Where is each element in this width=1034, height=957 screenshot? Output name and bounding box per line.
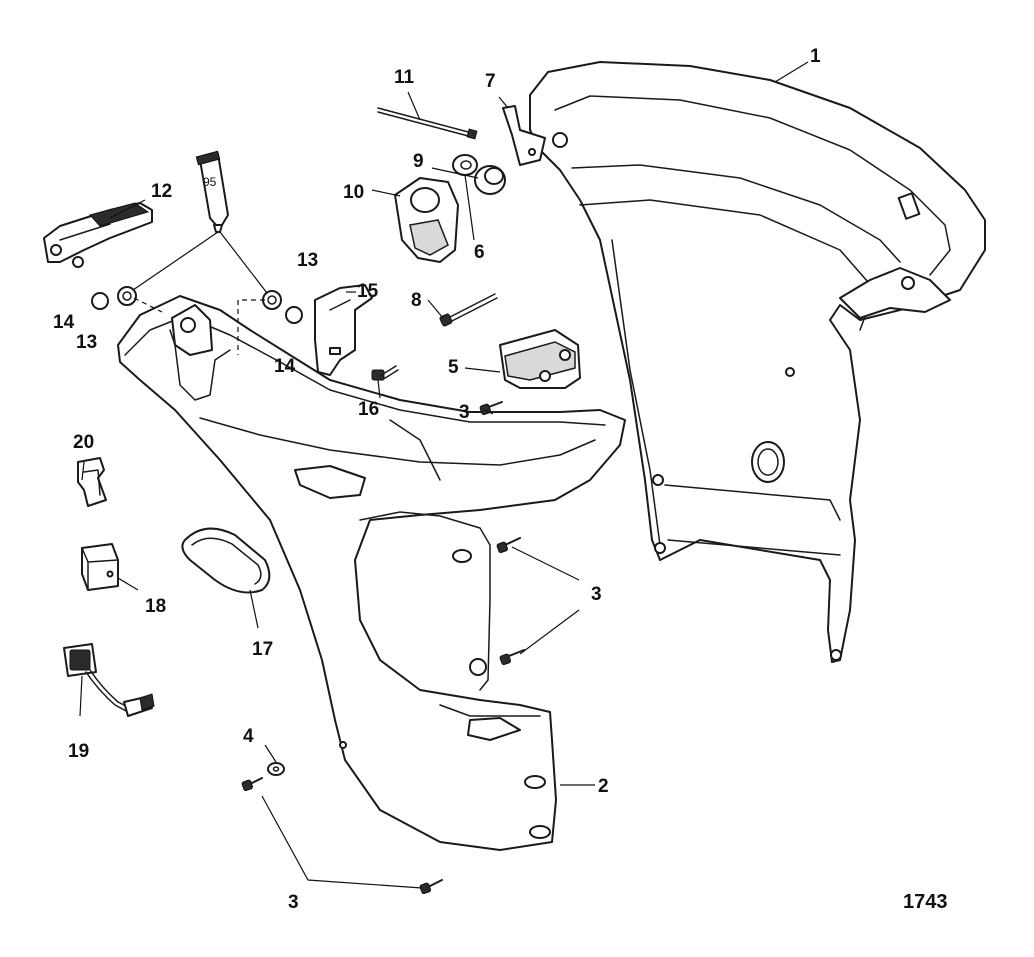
callout-3-middle: 3 xyxy=(591,584,602,605)
callout-20: 20 xyxy=(73,432,94,453)
part-6-washer xyxy=(452,154,478,176)
part-12-handle xyxy=(43,202,153,268)
part-14-washer-left xyxy=(91,292,109,310)
part-4-washer xyxy=(267,762,285,776)
part-8-bolt xyxy=(439,293,498,327)
part-17-oval-grommet xyxy=(181,527,271,594)
tube-label: 95 xyxy=(203,175,217,189)
part-3-screw-3 xyxy=(499,649,525,666)
callout-8: 8 xyxy=(411,290,422,311)
dashed-align-right xyxy=(237,299,265,355)
callout-17: 17 xyxy=(252,639,273,660)
figure-number: 1743 xyxy=(903,891,948,913)
callout-9: 9 xyxy=(413,151,424,172)
callout-11: 11 xyxy=(394,67,415,88)
part-9-knob xyxy=(474,165,506,195)
callout-16: 16 xyxy=(358,399,379,420)
callout-3-bottom: 3 xyxy=(288,892,299,913)
part-20-clip xyxy=(77,457,107,507)
callout-18: 18 xyxy=(145,596,166,617)
part-13-grommet-right xyxy=(262,290,282,310)
part-3-screw-5 xyxy=(419,879,443,895)
part-19-wire-harness xyxy=(63,643,155,717)
part-18-block xyxy=(81,543,119,591)
callout-14-left: 14 xyxy=(53,312,75,333)
part-14-washer-right xyxy=(285,306,303,324)
sealant-tube-95: 95 xyxy=(195,150,229,233)
part-3-screw-2 xyxy=(496,537,521,554)
callout-1: 1 xyxy=(810,46,821,67)
leader-lines xyxy=(79,61,809,889)
callout-4: 4 xyxy=(243,726,254,747)
tube-leader-to-13-left xyxy=(132,231,219,291)
callout-19: 19 xyxy=(68,741,89,762)
callout-14-right: 14 xyxy=(274,356,296,377)
callout-12: 12 xyxy=(151,181,172,202)
callout-5: 5 xyxy=(448,357,459,378)
callout-13-left: 13 xyxy=(76,332,97,353)
part-1-top-cowl xyxy=(529,61,986,663)
callout-13-right: 13 xyxy=(297,250,318,271)
part-10-latch-housing xyxy=(394,177,459,263)
part-2-bottom-cowl xyxy=(117,295,626,851)
part-3-screw-4 xyxy=(241,777,263,792)
part-15-latch-plate xyxy=(314,284,373,376)
tube-leader-to-13-right xyxy=(219,231,268,294)
callout-labels: 1 2 3 3 3 4 5 6 7 8 9 10 11 12 13 13 14 … xyxy=(53,46,821,913)
part-7-bracket xyxy=(502,105,546,166)
callout-2: 2 xyxy=(598,776,609,797)
part-13-grommet-left xyxy=(117,286,137,306)
callout-10: 10 xyxy=(343,182,364,203)
callout-3-upper: 3 xyxy=(459,402,470,423)
part-5-cover xyxy=(499,329,581,389)
callout-6: 6 xyxy=(474,242,485,263)
callout-7: 7 xyxy=(485,71,496,92)
callout-15: 15 xyxy=(357,281,379,302)
part-16-bolt xyxy=(371,365,399,381)
part-11-rod xyxy=(377,107,478,140)
